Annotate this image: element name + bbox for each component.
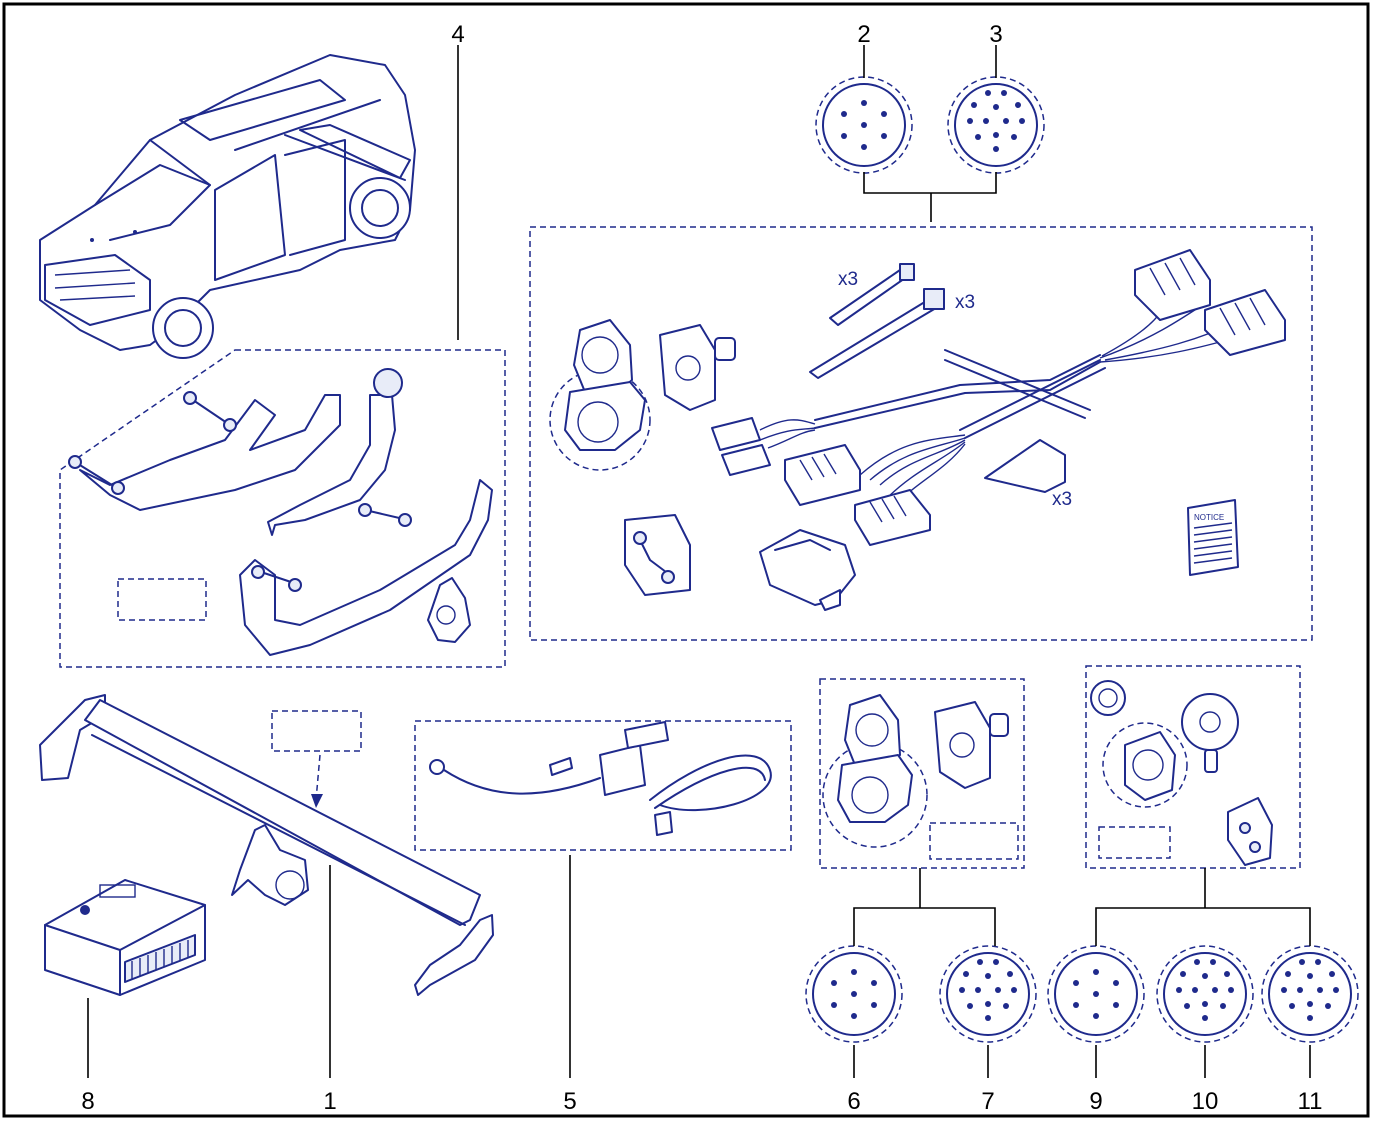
callout-labels: 1 2 3 4 5 6 7 8 9 10 11 — [81, 21, 1322, 1115]
plug-face-10 — [1156, 945, 1254, 1043]
electronic-module — [44, 879, 206, 996]
plug-face-6 — [805, 945, 903, 1043]
callout-3: 3 — [989, 21, 1002, 48]
leader-lines — [87, 45, 1311, 1078]
plug-face-7 — [939, 945, 1037, 1043]
plug-face-9 — [1047, 945, 1145, 1043]
notice-booklet-label: NOTICE — [1194, 513, 1224, 522]
group-5-earth-lead — [414, 720, 792, 851]
qty-label-tie-small: x3 — [838, 269, 858, 290]
plug-face-3 — [947, 76, 1045, 174]
plug-face-2 — [815, 76, 913, 174]
callout-6: 6 — [847, 1088, 860, 1115]
qty-label-pad: x3 — [1052, 489, 1072, 510]
group-9-10-11-socket-kit — [1085, 665, 1301, 869]
plug-face-11 — [1261, 945, 1359, 1043]
wiring-harness-kit: x3 x3 x3 — [529, 226, 1313, 641]
callout-7: 7 — [981, 1088, 994, 1115]
group-4-bracket-kit — [59, 349, 506, 668]
callout-4: 4 — [451, 21, 464, 48]
callout-1: 1 — [323, 1088, 336, 1115]
callout-8: 8 — [81, 1088, 94, 1115]
callout-5: 5 — [563, 1088, 576, 1115]
diagram-frame — [2, 2, 1370, 1118]
qty-label-tie-large: x3 — [955, 292, 975, 313]
callout-2: 2 — [857, 21, 870, 48]
callout-10: 10 — [1192, 1088, 1219, 1115]
callout-11: 11 — [1298, 1088, 1323, 1115]
group-6-7-socket-kit — [819, 678, 1025, 869]
vehicle-illustration — [39, 54, 416, 359]
towbar-crossmember — [39, 694, 494, 996]
callout-9: 9 — [1089, 1088, 1102, 1115]
